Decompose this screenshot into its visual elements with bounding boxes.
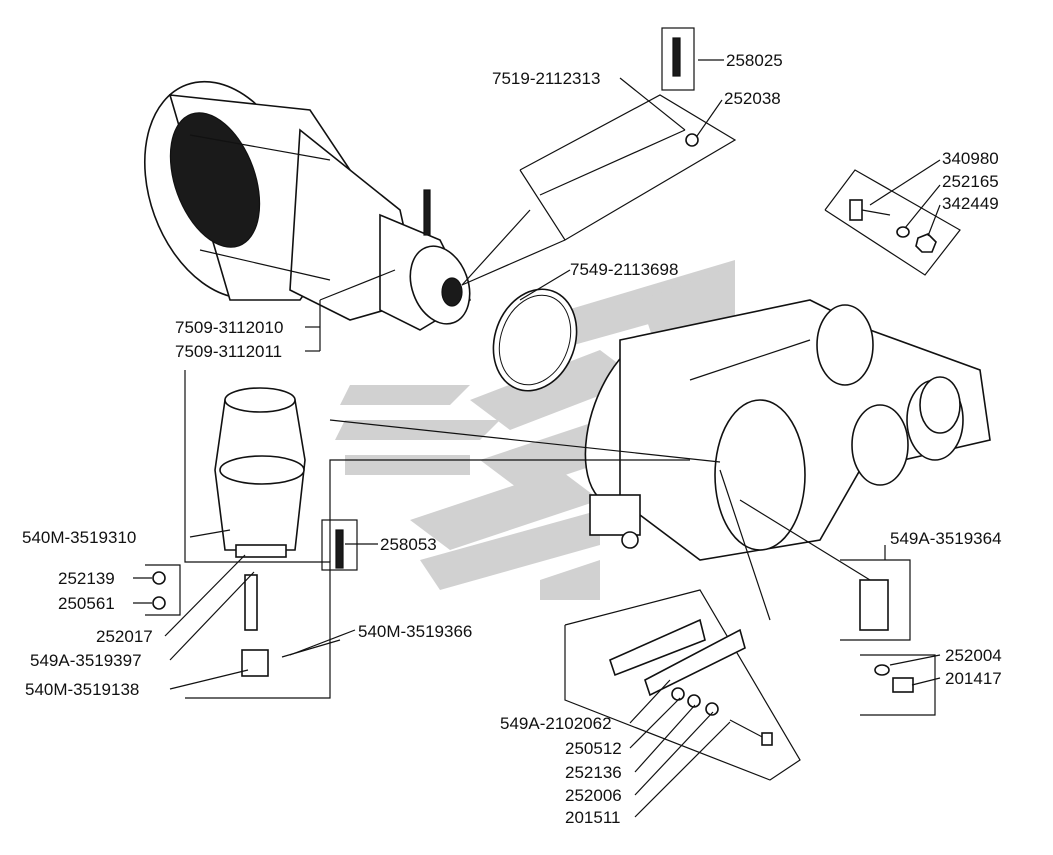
label-252038: 252038 bbox=[724, 89, 781, 108]
label-250512: 250512 bbox=[565, 739, 622, 758]
label-540M-3519310: 540M-3519310 bbox=[22, 528, 136, 547]
label-7519-2112313: 7519-2112313 bbox=[492, 69, 600, 88]
label-7509-3112011: 7509-3112011 bbox=[175, 342, 282, 361]
label-250561: 250561 bbox=[58, 594, 115, 613]
bracket-box bbox=[739, 499, 936, 716]
label-549A-2102062: 549A-2102062 bbox=[500, 714, 612, 733]
label-549A-3519364: 549A-3519364 bbox=[890, 529, 1002, 548]
label-252139: 252139 bbox=[58, 569, 115, 588]
label-540M-3519366: 540M-3519366 bbox=[358, 622, 472, 641]
label-252004: 252004 bbox=[945, 646, 1002, 665]
leader-lines bbox=[133, 59, 941, 818]
label-258025: 258025 bbox=[726, 51, 783, 70]
main-housing bbox=[584, 299, 991, 561]
bolt-box-top-right bbox=[824, 169, 961, 276]
label-258053: 258053 bbox=[380, 535, 437, 554]
o-ring bbox=[492, 288, 578, 392]
pump-box bbox=[145, 370, 721, 699]
label-340980: 340980 bbox=[942, 149, 999, 168]
label-252136: 252136 bbox=[565, 763, 622, 782]
label-549A-3519397: 549A-3519397 bbox=[30, 651, 142, 670]
drum-assembly bbox=[143, 80, 472, 331]
label-201511: 201511 bbox=[565, 808, 620, 827]
rod-box bbox=[461, 27, 737, 286]
label-252017: 252017 bbox=[96, 627, 153, 646]
label-7509-3112010: 7509-3112010 bbox=[175, 318, 283, 337]
label-252165: 252165 bbox=[942, 172, 999, 191]
label-342449: 342449 bbox=[942, 194, 999, 213]
bracket-bar-box bbox=[564, 469, 801, 781]
part-labels: 258025 7519-2112313 252038 340980 252165… bbox=[22, 51, 1002, 827]
label-540M-3519138: 540M-3519138 bbox=[25, 680, 139, 699]
label-252006: 252006 bbox=[565, 786, 622, 805]
label-7549-2113698: 7549-2113698 bbox=[570, 260, 678, 279]
label-201417: 201417 bbox=[945, 669, 1002, 688]
